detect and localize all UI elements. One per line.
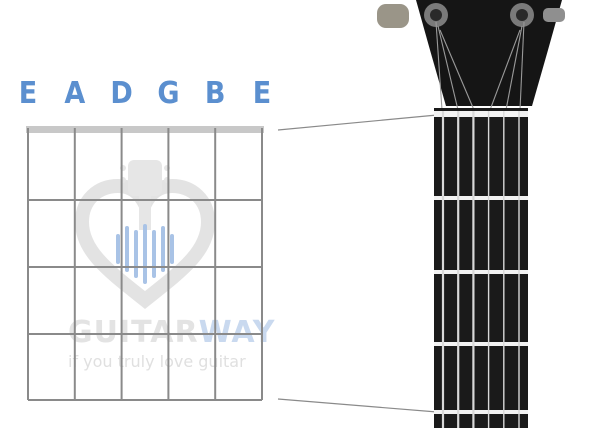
neck-fret — [434, 196, 528, 200]
watermark-brand-guitar: GUITAR — [68, 315, 199, 350]
string-name-label: E — [19, 76, 37, 111]
headstock — [416, 0, 562, 106]
neck-strings — [441, 111, 520, 428]
fretboard — [434, 108, 528, 428]
neck-frets — [434, 196, 528, 414]
guitar-neck-photo — [377, 0, 565, 428]
heart-guitar-icon — [74, 160, 216, 309]
watermark-brand-way: WAY — [199, 315, 276, 350]
neck-fret — [434, 342, 528, 346]
grid-frets — [28, 199, 262, 401]
neck-fret — [434, 270, 528, 274]
grid-strings — [27, 128, 263, 400]
nut — [26, 126, 264, 133]
connector-line-bottom — [277, 398, 438, 413]
tuning-peg-icon — [510, 3, 565, 27]
string-name-label: A — [64, 76, 85, 111]
watermark: GUITARWAY if you truly love guitar — [68, 160, 276, 371]
string-name-label: G — [157, 76, 179, 111]
svg-text:GUITARWAY: GUITARWAY — [68, 315, 276, 350]
string-name-label: D — [110, 76, 132, 111]
neck-nut — [434, 111, 528, 117]
neck-fret — [434, 410, 528, 414]
string-name-label: E — [253, 76, 271, 111]
connector-line-top — [277, 114, 438, 131]
watermark-tagline: if you truly love guitar — [68, 352, 246, 371]
string-name-label: B — [205, 76, 226, 111]
tuning-peg-icon — [377, 3, 448, 28]
